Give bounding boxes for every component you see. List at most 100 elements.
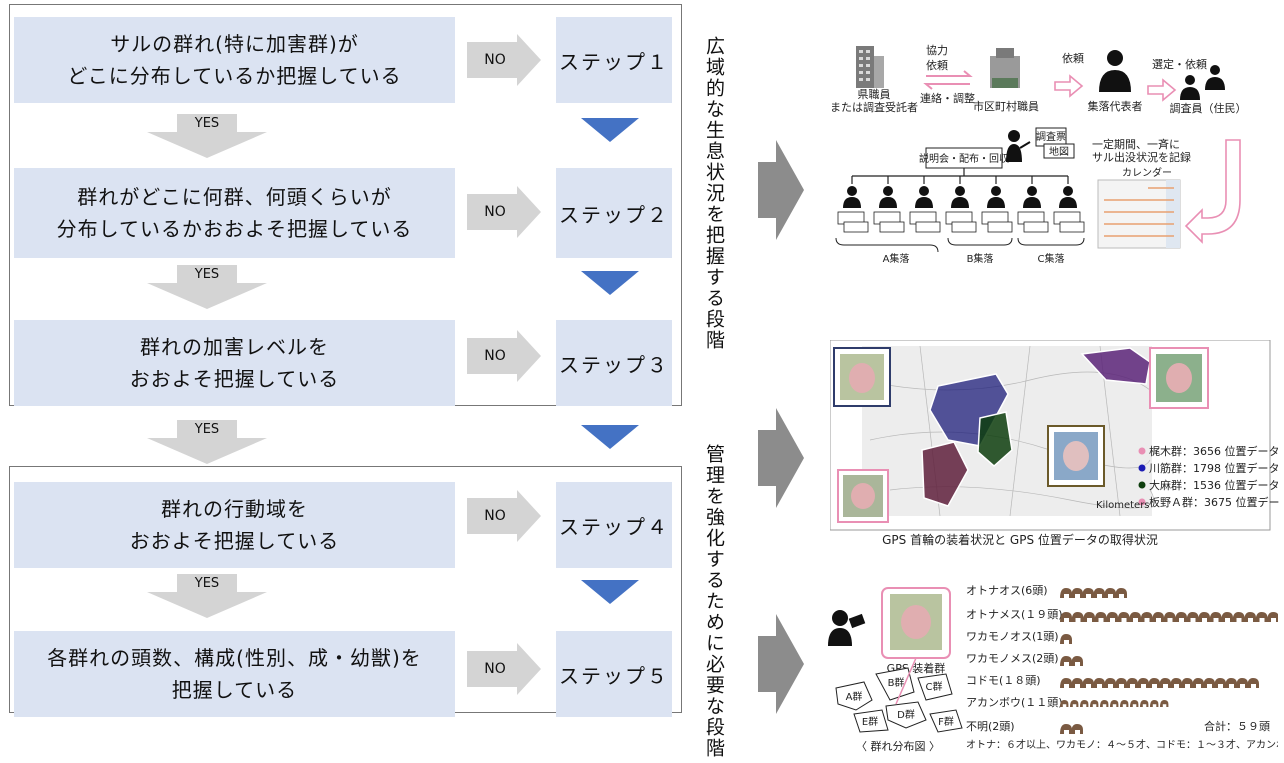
legend-kajiki: 梶木群：3656 位置データ [1149, 444, 1280, 458]
monkey-icon [1060, 656, 1072, 666]
pink-arrow-icon [1054, 74, 1084, 98]
pink-arrow-icon [1147, 78, 1177, 102]
monkey-icon [1209, 612, 1222, 622]
row-label-young-male: ワカモノオス(1頭) [966, 630, 1059, 643]
request-label-1: 依頼 [926, 59, 948, 72]
settlement-c: C集落 [1038, 252, 1065, 265]
no-label: NO [484, 204, 506, 220]
question-box-3: 群れの加害レベルを おおよそ把握している [14, 320, 455, 406]
area-d: D群 [897, 708, 915, 721]
monkey-icon [1130, 700, 1139, 707]
monkey-icon [1104, 678, 1116, 688]
monkey-icon [1071, 656, 1083, 666]
monkey-icon [1236, 678, 1248, 688]
monkey-icon [1115, 678, 1127, 688]
step-box-1: ステップ１ [556, 17, 672, 103]
no-arrow-4: NO [467, 490, 541, 542]
row-label-infant: アカンボウ(１１頭) [966, 696, 1063, 709]
monkey-icon [1244, 612, 1256, 622]
monkey-icon [1083, 612, 1095, 622]
monkey-icon [1071, 724, 1083, 734]
area-b: B群 [888, 676, 905, 689]
monkey-icon [1093, 588, 1105, 598]
resident-person-icons [843, 186, 1077, 208]
representative-person-icon [1099, 50, 1131, 92]
settlement-a: A集落 [883, 252, 910, 265]
monkey-icon [1160, 700, 1169, 707]
step-down-triangle-1 [581, 118, 639, 142]
step-down-triangle-4 [581, 580, 639, 604]
monkey-icon [1186, 612, 1199, 622]
monkey-icon [1255, 612, 1268, 622]
form-icons [837, 211, 1085, 233]
monkey-icon [1110, 700, 1119, 707]
monkey-icon [1126, 678, 1138, 688]
no-label: NO [484, 508, 506, 524]
step-box-2: ステップ２ [556, 168, 672, 258]
map-caption: 〈 群れ分布図 〉 [856, 739, 940, 753]
monkey-icon [1170, 678, 1182, 688]
no-label: NO [484, 661, 506, 677]
request-label-2: 依頼 [1062, 52, 1084, 65]
monkey-photo-4 [1149, 347, 1209, 409]
monkey-icon [1137, 678, 1149, 688]
monkey-icon [1060, 678, 1072, 688]
step-box-5: ステップ５ [556, 631, 672, 717]
monkey-icon [1060, 634, 1072, 644]
presenter-icon [1006, 130, 1031, 162]
select-request-label: 選定・依頼 [1152, 57, 1207, 71]
row-label-adult-female: オトナメス(１９頭) [966, 608, 1063, 621]
settlement-b: B集落 [967, 252, 994, 265]
yes-label: YES [194, 422, 220, 437]
monkey-icon [1203, 678, 1215, 688]
group-composition-panel: GPS 装着群 A群 B群 C群 D群 E群 F群 〈 群れ分布図 〉 オトナオ… [828, 584, 1278, 753]
monkey-icon [1115, 588, 1127, 598]
monkey-photo-3 [837, 469, 889, 523]
no-arrow-3: NO [467, 330, 541, 382]
distribution-tree [851, 168, 1069, 184]
no-label: NO [484, 348, 506, 364]
monkey-icon-rows [1060, 588, 1278, 734]
area-a: A群 [846, 690, 863, 703]
row-label-young-female: ワカモノメス(2頭) [966, 652, 1059, 665]
prefecture-building-icon [856, 46, 884, 88]
monkey-photo-2 [1047, 425, 1105, 487]
monkey-icon [1104, 588, 1116, 598]
surveyor-person-icon [1180, 65, 1225, 100]
step-box-3: ステップ３ [556, 320, 672, 406]
monkey-icon [1140, 700, 1149, 707]
total-label: 合計：５９頭 [1204, 719, 1270, 733]
monkey-icon [1181, 678, 1193, 688]
legend-kawasuji: 川筋群：1798 位置データ [1149, 461, 1280, 475]
return-arrow-icon [1184, 139, 1241, 244]
form-label: 調査票 [1036, 130, 1066, 143]
composition-rows: オトナオス(6頭) オトナメス(１９頭) ワカモノオス(1頭) ワカモノメス(2… [966, 584, 1063, 733]
gps-caption: GPS 首輪の装着状況と GPS 位置データの取得状況 [882, 532, 1158, 547]
question-box-5: 各群れの頭数、構成(性別、成・幼獣)を 把握している [14, 631, 455, 717]
surveyor-label: 調査員（住民） [1170, 101, 1247, 115]
monkey-icon [1163, 612, 1176, 622]
question-box-1: サルの群れ(特に加害群)が どこに分布しているか把握している [14, 17, 455, 103]
kajiki-range [1080, 347, 1151, 385]
no-label: NO [484, 52, 506, 68]
double-arrow-icon [923, 70, 973, 90]
legend-itano: 板野Ａ群：3675 位置データ [1149, 495, 1280, 509]
monkey-icon [1060, 612, 1072, 622]
monkey-icon [1198, 612, 1210, 622]
monkey-icon [1071, 588, 1083, 598]
yes-arrow-3: YES [147, 420, 267, 464]
yes-label: YES [194, 116, 220, 131]
pref-staff-label-2: または調査受託者 [830, 100, 918, 114]
ooasa-range [977, 411, 1013, 467]
step-down-triangle-3 [581, 425, 639, 449]
map-label: 地図 [1049, 145, 1069, 158]
row-label-adult-male: オトナオス(6頭) [966, 584, 1048, 597]
monkey-icon [1148, 678, 1160, 688]
distribution-map [835, 667, 963, 733]
monkey-icon [1150, 700, 1159, 707]
legend-ooasa: 大麻群：1536 位置データ [1149, 478, 1280, 492]
survey-diagram: 県職員 または調査受託者 協力 依頼 連絡・調整 市区町村職員 依頼 集落代表者… [830, 44, 1247, 265]
monkey-icon [1082, 678, 1094, 688]
monkey-icon [1175, 612, 1187, 622]
side-label-wide-area: 広域的な生息状況を把握する段階 [703, 36, 725, 351]
